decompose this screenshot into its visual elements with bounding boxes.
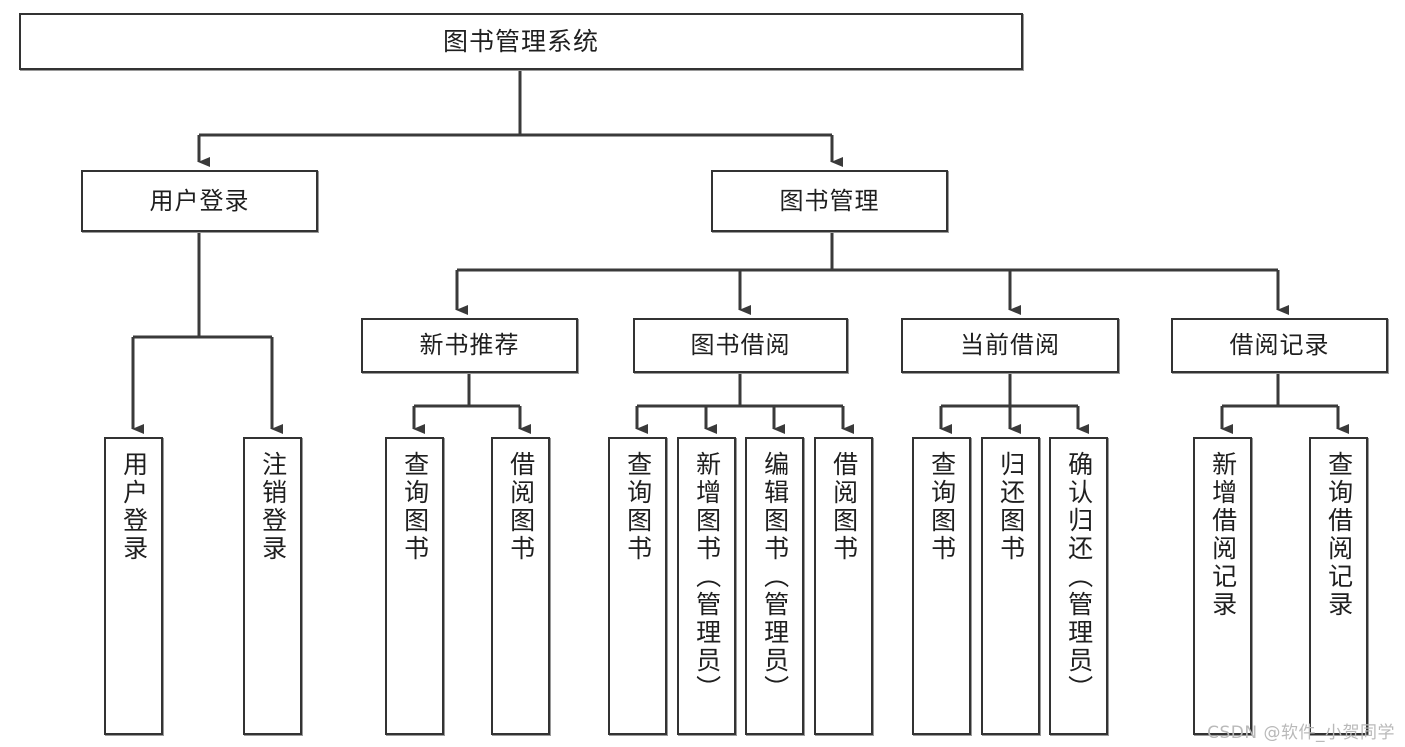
node-leaf-borrow-book-1[interactable]: 借阅图书 [491,437,550,735]
node-leaf-borrow-book-2-label: 借阅图书 [829,451,859,563]
node-book-borrow-label: 图书借阅 [690,331,791,360]
node-user-login-label: 用户登录 [149,186,250,215]
node-leaf-add-record-label: 新增借阅记录 [1208,451,1238,619]
node-leaf-borrow-book-1-label: 借阅图书 [506,451,536,563]
node-leaf-query-record-label: 查询借阅记录 [1324,451,1354,619]
node-leaf-confirm-return[interactable]: 确认归还（管理员） [1049,437,1108,735]
node-leaf-return-book[interactable]: 归还图书 [981,437,1040,735]
node-borrow-record[interactable]: 借阅记录 [1171,318,1388,373]
node-leaf-borrow-book-2[interactable]: 借阅图书 [814,437,873,735]
node-leaf-query-book-1[interactable]: 查询图书 [385,437,444,735]
node-leaf-user-login-label: 用户登录 [119,451,149,563]
node-leaf-logout-login[interactable]: 注销登录 [243,437,302,735]
node-leaf-confirm-return-label: 确认归还（管理员） [1064,451,1094,703]
node-leaf-query-book-2-label: 查询图书 [623,451,653,563]
node-current-borrow[interactable]: 当前借阅 [901,318,1119,373]
node-book-management-label: 图书管理 [779,186,880,215]
node-leaf-query-book-1-label: 查询图书 [400,451,430,563]
node-root-label: 图书管理系统 [442,26,599,56]
node-leaf-edit-book-label: 编辑图书（管理员） [760,451,790,703]
node-leaf-query-book-3[interactable]: 查询图书 [912,437,971,735]
node-leaf-add-record[interactable]: 新增借阅记录 [1193,437,1252,735]
node-leaf-user-login[interactable]: 用户登录 [104,437,163,735]
node-leaf-query-book-3-label: 查询图书 [927,451,957,563]
node-leaf-add-book[interactable]: 新增图书（管理员） [677,437,736,735]
node-leaf-edit-book[interactable]: 编辑图书（管理员） [745,437,804,735]
csdn-watermark: CSDN @软件_小贺同学 [1207,723,1395,743]
node-book-management[interactable]: 图书管理 [711,170,948,232]
node-borrow-record-label: 借阅记录 [1229,331,1330,360]
node-new-book-recommend[interactable]: 新书推荐 [361,318,578,373]
node-leaf-logout-login-label: 注销登录 [258,451,288,563]
node-leaf-return-book-label: 归还图书 [996,451,1026,563]
node-new-book-recommend-label: 新书推荐 [419,331,520,360]
node-user-login[interactable]: 用户登录 [81,170,318,232]
node-root[interactable]: 图书管理系统 [19,13,1023,70]
node-leaf-add-book-label: 新增图书（管理员） [692,451,722,703]
node-current-borrow-label: 当前借阅 [960,331,1060,360]
node-leaf-query-book-2[interactable]: 查询图书 [608,437,667,735]
node-book-borrow[interactable]: 图书借阅 [633,318,848,373]
node-leaf-query-record[interactable]: 查询借阅记录 [1309,437,1368,735]
